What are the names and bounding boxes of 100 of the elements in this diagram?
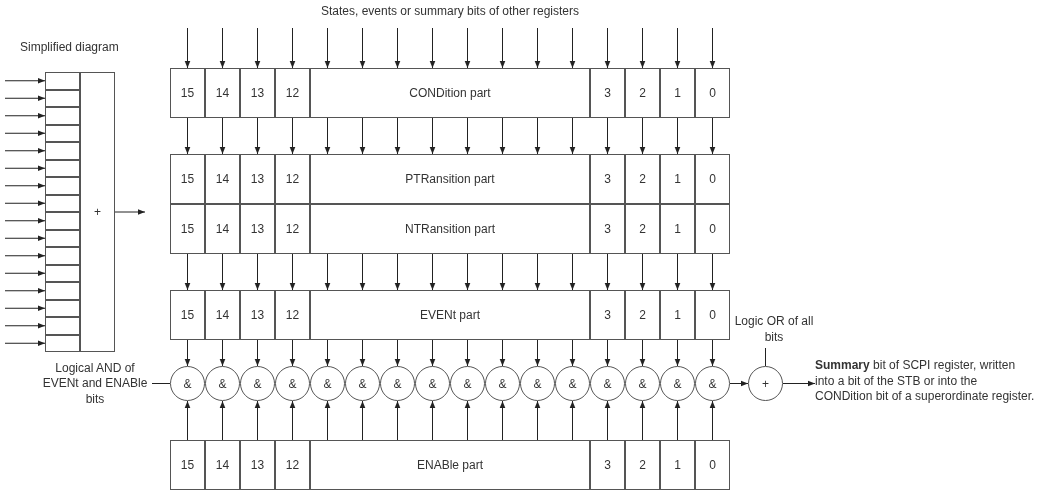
bit-number-cell: 15	[170, 290, 205, 340]
bit-number-cell: 15	[170, 68, 205, 118]
arrow	[184, 400, 191, 441]
arrow	[219, 339, 226, 367]
input-bit-cell	[45, 142, 80, 160]
bit-number-cell: 13	[240, 204, 275, 254]
diagram-heading: Simplified diagram	[20, 40, 119, 54]
input-bit-cell	[45, 229, 80, 247]
arrow	[324, 400, 331, 441]
bit-number-cell: 3	[590, 154, 625, 204]
arrow	[289, 117, 296, 155]
arrow	[534, 117, 541, 155]
arrow	[604, 27, 611, 69]
bit-number-cell: 0	[695, 440, 730, 490]
arrow	[604, 253, 611, 291]
arrow	[569, 27, 576, 69]
arrow	[254, 117, 261, 155]
arrow	[324, 253, 331, 291]
arrow	[429, 27, 436, 69]
arrow	[639, 117, 646, 155]
arrow	[709, 117, 716, 155]
arrow	[4, 217, 46, 224]
arrow	[499, 27, 506, 69]
bit-number-cell: 12	[275, 154, 310, 204]
summary-note: Summary bit of SCPI register, written into a bit of the STB or into the CONDition bit of a superordinate register.	[815, 356, 1037, 418]
arrow	[254, 253, 261, 291]
arrow	[289, 400, 296, 441]
input-bit-cell	[45, 299, 80, 317]
arrow	[429, 339, 436, 367]
bit-number-cell: 15	[170, 204, 205, 254]
register-part-cell: ENABle part	[310, 440, 590, 490]
arrow	[639, 400, 646, 441]
bit-number-cell: 13	[240, 440, 275, 490]
input-bit-cell	[45, 89, 80, 107]
input-bit-cell	[45, 72, 80, 90]
register-part-cell: EVENt part	[310, 290, 590, 340]
bit-number-cell: 12	[275, 68, 310, 118]
arrow	[709, 400, 716, 441]
arrow	[464, 400, 471, 441]
arrow	[4, 287, 46, 294]
arrow	[569, 117, 576, 155]
bit-number-cell: 3	[590, 68, 625, 118]
arrow	[639, 27, 646, 69]
arrow	[4, 200, 46, 207]
bit-number-cell: 15	[170, 154, 205, 204]
input-bit-cell	[45, 282, 80, 300]
bit-number-cell: 14	[205, 290, 240, 340]
input-bit-cell	[45, 159, 80, 177]
arrow	[4, 182, 46, 189]
bit-number-cell: 13	[240, 68, 275, 118]
bit-number-cell: 12	[275, 204, 310, 254]
bit-number-cell: 13	[240, 154, 275, 204]
arrow	[604, 339, 611, 367]
bit-number-cell: 14	[205, 68, 240, 118]
arrow	[709, 253, 716, 291]
arrow	[4, 147, 46, 154]
arrow	[4, 270, 46, 277]
arrow	[4, 130, 46, 137]
arrow	[289, 27, 296, 69]
input-bit-cell	[45, 264, 80, 282]
bit-number-cell: 15	[170, 440, 205, 490]
arrow	[289, 253, 296, 291]
bit-number-cell: 1	[660, 290, 695, 340]
input-bit-cell	[45, 334, 80, 352]
leader-line	[765, 347, 766, 367]
arrow	[184, 339, 191, 367]
input-bit-cell	[45, 194, 80, 212]
bit-number-cell: 14	[205, 204, 240, 254]
arrow	[219, 27, 226, 69]
bit-number-cell: 12	[275, 440, 310, 490]
arrow	[499, 400, 506, 441]
register-part-cell: PTRansition part	[310, 154, 590, 204]
bit-number-cell: 2	[625, 440, 660, 490]
arrow	[4, 95, 46, 102]
arrow	[184, 117, 191, 155]
arrow	[324, 27, 331, 69]
arrow	[114, 209, 146, 215]
arrow	[639, 253, 646, 291]
leader-line	[151, 383, 171, 384]
arrow	[4, 112, 46, 119]
arrow	[429, 117, 436, 155]
bit-number-cell: 3	[590, 290, 625, 340]
input-bit-cell	[45, 317, 80, 335]
bit-number-cell: 1	[660, 204, 695, 254]
bit-number-cell: 2	[625, 68, 660, 118]
bit-number-cell: 0	[695, 68, 730, 118]
arrow	[254, 27, 261, 69]
arrow	[499, 253, 506, 291]
arrow	[534, 339, 541, 367]
header-text: States, events or summary bits of other registers	[319, 4, 581, 18]
bit-number-cell: 1	[660, 440, 695, 490]
bit-number-cell: 1	[660, 154, 695, 204]
arrow	[674, 339, 681, 367]
arrow	[184, 253, 191, 291]
arrow	[782, 380, 816, 387]
arrow	[534, 27, 541, 69]
bit-number-cell: 1	[660, 68, 695, 118]
arrow	[184, 27, 191, 69]
arrow	[604, 400, 611, 441]
arrow	[324, 339, 331, 367]
